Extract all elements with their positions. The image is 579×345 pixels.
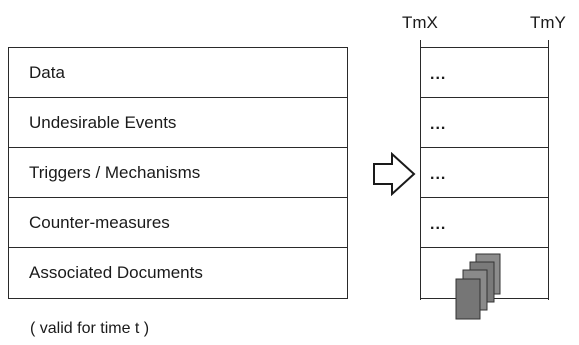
hollow-right-arrow-icon <box>373 152 416 196</box>
snapshot-row: ... <box>421 148 548 198</box>
time-snapshot-table: ... ... ... ... <box>420 47 549 299</box>
row-label: Undesirable Events <box>29 112 177 132</box>
ellipsis: ... <box>430 116 447 133</box>
row-label: Counter-measures <box>29 212 170 232</box>
ellipsis: ... <box>430 166 447 183</box>
row-label: Triggers / Mechanisms <box>29 162 201 182</box>
snapshot-row: ... <box>421 198 548 248</box>
row-counter-measures: Counter-measures <box>9 198 347 248</box>
row-data: Data <box>9 48 347 98</box>
timeline-end-label: TmY <box>530 13 566 32</box>
timeline-start-label: TmX <box>402 13 438 32</box>
ellipsis: ... <box>430 66 447 83</box>
row-associated-documents: Associated Documents <box>9 248 347 298</box>
snapshot-row: ... <box>421 48 548 98</box>
row-label: Associated Documents <box>29 263 203 282</box>
ellipsis: ... <box>430 216 447 233</box>
row-triggers-mechanisms: Triggers / Mechanisms <box>9 148 347 198</box>
row-undesirable-events: Undesirable Events <box>9 98 347 148</box>
validity-caption: ( valid for time t ) <box>30 320 150 337</box>
document-stack-icon <box>455 253 501 320</box>
row-label: Data <box>29 62 65 82</box>
snapshot-row: ... <box>421 98 548 148</box>
attribute-table: Data Undesirable Events Triggers / Mecha… <box>8 47 348 299</box>
